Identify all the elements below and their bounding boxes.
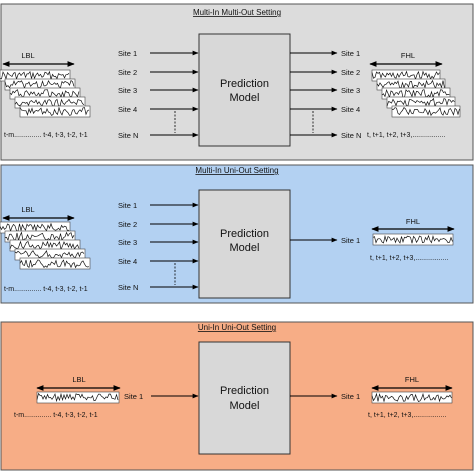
input-site-2: Site 2 <box>118 220 137 229</box>
series-line <box>0 70 70 81</box>
output-site-1: Site 1 <box>341 392 360 401</box>
output-series-stack <box>371 69 461 118</box>
model-label-line2: Model <box>230 400 260 412</box>
model-label-line1: Prediction <box>220 78 269 90</box>
input-series-single <box>36 391 120 404</box>
fhl-label: FHL <box>401 51 415 60</box>
input-time-label: t-m.............. t-4, t-3, t-2, t-1 <box>4 286 88 293</box>
panel-title: Multi-In Uni-Out Setting <box>195 166 278 175</box>
input-series-stack <box>0 221 91 270</box>
input-site-1: Site 1 <box>118 49 137 58</box>
series-line <box>0 222 70 233</box>
input-site-1: Site 1 <box>124 392 143 401</box>
input-time-label: t-m.............. t-4, t-3, t-2, t-1 <box>14 412 98 419</box>
fhl-label: FHL <box>405 375 419 384</box>
output-site-3: Site 3 <box>341 86 360 95</box>
series-strip <box>36 391 120 404</box>
input-time-label: t-m.............. t-4, t-3, t-2, t-1 <box>4 132 88 139</box>
panel-multi-in-uni-out: Multi-In Uni-Out Setting LBL t-m........… <box>0 164 474 304</box>
output-time-label: t, t+1, t+2, t+3,................. <box>368 412 446 419</box>
output-site-2: Site 2 <box>341 68 360 77</box>
model-label-line2: Model <box>230 92 260 104</box>
series-line <box>376 79 445 90</box>
series-strip <box>391 105 461 118</box>
input-site-2: Site 2 <box>118 68 137 77</box>
series-line <box>4 231 75 242</box>
prediction-model-box <box>198 189 291 299</box>
panel-title: Uni-In Uni-Out Setting <box>198 323 276 332</box>
series-line <box>381 89 450 99</box>
input-site-3: Site 3 <box>118 238 137 247</box>
panel-uni-in-uni-out: Uni-In Uni-Out Setting LBL Site 1 t-m...… <box>0 321 474 471</box>
prediction-model-box <box>198 341 291 455</box>
series-strip <box>371 391 453 404</box>
output-time-label: t, t+1, t+2, t+3,................. <box>367 132 445 139</box>
lbl-label: LBL <box>21 51 34 60</box>
series-line <box>371 70 440 81</box>
model-label-line2: Model <box>230 242 260 254</box>
input-site-n: Site N <box>118 131 138 140</box>
series-line <box>19 106 90 116</box>
lbl-label: LBL <box>21 205 34 214</box>
input-site-4: Site 4 <box>118 105 137 114</box>
lbl-label: LBL <box>72 375 85 384</box>
input-site-3: Site 3 <box>118 86 137 95</box>
series-line <box>19 259 90 269</box>
panel-title: Multi-In Multi-Out Setting <box>193 8 281 17</box>
series-line <box>371 392 452 403</box>
series-line <box>9 240 80 251</box>
panel-multi-in-multi-out: Multi-In Multi-Out Setting LBL t-m......… <box>0 3 474 161</box>
series-line <box>9 89 80 99</box>
fhl-label: FHL <box>406 217 420 226</box>
model-label-line1: Prediction <box>220 228 269 240</box>
output-site-n: Site N <box>341 131 361 140</box>
input-series-stack <box>0 69 91 118</box>
output-series-single <box>372 233 454 246</box>
series-line <box>36 392 119 403</box>
output-site-1: Site 1 <box>341 49 360 58</box>
output-time-label: t, t+1, t+2, t+3,................. <box>370 255 448 262</box>
input-site-n: Site N <box>118 283 138 292</box>
model-label-line1: Prediction <box>220 385 269 397</box>
input-site-1: Site 1 <box>118 201 137 210</box>
series-line <box>386 97 455 108</box>
prediction-model-box <box>198 33 291 147</box>
series-line <box>392 107 460 117</box>
series-strip <box>19 105 91 118</box>
input-site-4: Site 4 <box>118 257 137 266</box>
output-site-1: Site 1 <box>341 236 360 245</box>
series-line <box>14 249 85 260</box>
output-series-single <box>371 391 453 404</box>
series-line <box>14 98 85 107</box>
series-line <box>372 234 453 244</box>
output-site-4: Site 4 <box>341 105 360 114</box>
